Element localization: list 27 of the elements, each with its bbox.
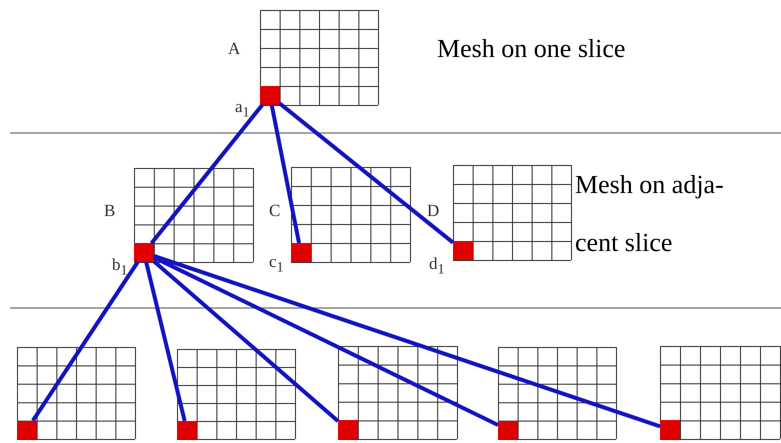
cell-label: d$_{1}$ <box>429 255 445 277</box>
connector-line <box>152 256 499 427</box>
connector-line <box>150 104 264 244</box>
connector-line <box>270 104 301 244</box>
highlighted-cell <box>338 420 358 439</box>
mesh-label: D <box>427 202 440 219</box>
highlighted-cell <box>291 243 311 262</box>
mesh-label: A <box>228 40 240 57</box>
cell-label: c$_{1}$ <box>269 253 284 275</box>
connector-line <box>31 260 140 422</box>
highlighted-cell <box>17 420 37 439</box>
highlighted-cell <box>177 421 197 439</box>
slice-caption: Mesh on one slice <box>437 33 626 65</box>
connector-line <box>278 102 454 244</box>
cell-label: b$_{1}$ <box>112 256 128 278</box>
highlighted-cell <box>260 86 280 105</box>
connector-line <box>144 262 187 422</box>
highlighted-cell <box>498 420 518 439</box>
connector-line <box>152 260 340 423</box>
highlighted-cell <box>453 241 473 260</box>
connector-line <box>153 254 661 428</box>
cell-label: a$_{1}$ <box>235 98 250 120</box>
slice-caption: Mesh on adja- cent slice <box>575 169 725 259</box>
mesh-label: C <box>269 202 280 219</box>
highlighted-cell <box>134 243 154 262</box>
mesh-label: B <box>104 202 116 219</box>
highlighted-cell <box>660 420 680 439</box>
